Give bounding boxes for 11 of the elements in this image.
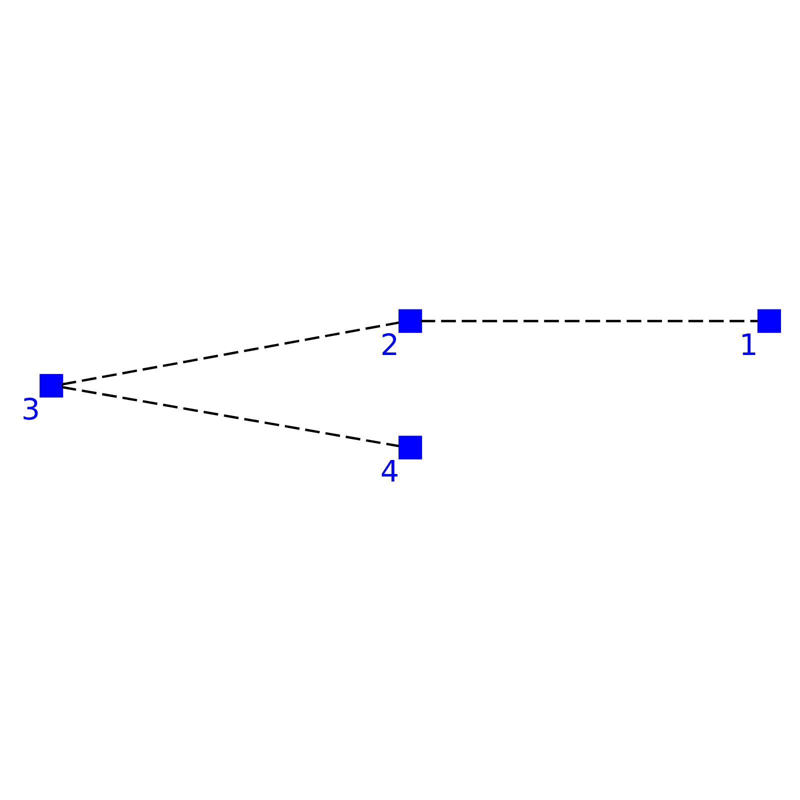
connector: [62, 385, 399, 447]
node-box: [398, 308, 422, 332]
node-label: 2: [380, 327, 400, 362]
connector: [420, 319, 758, 322]
node-box: [398, 435, 422, 459]
node-label: 4: [380, 454, 400, 488]
node-label: 3: [21, 392, 40, 426]
node-box: [40, 374, 64, 398]
node-box: [757, 308, 781, 332]
node-label: 1: [739, 327, 758, 362]
connector: [61, 320, 399, 386]
